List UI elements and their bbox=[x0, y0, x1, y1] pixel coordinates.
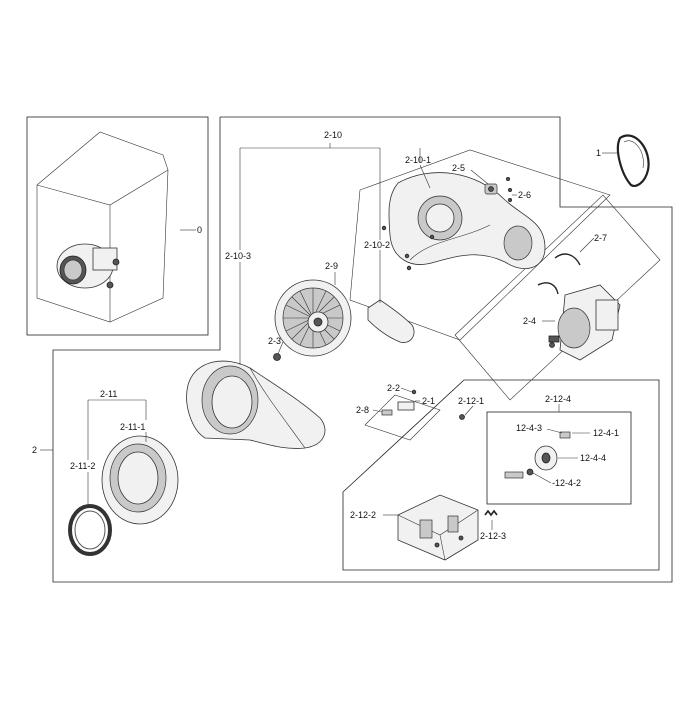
label-2-11-1: 2-11-1 bbox=[120, 422, 145, 432]
label-0: 0 bbox=[197, 225, 202, 235]
label-2-9: 2-9 bbox=[325, 261, 338, 271]
label-2-6: 2-6 bbox=[518, 190, 531, 200]
label-1: 1 bbox=[596, 148, 601, 158]
label-2-4: 2-4 bbox=[523, 316, 536, 326]
screws-2-6 bbox=[505, 176, 512, 202]
spring-2-12-3 bbox=[484, 509, 498, 517]
assembly-2-4-plane bbox=[454, 194, 661, 401]
drive-belt bbox=[616, 134, 650, 187]
label-2-8: 2-8 bbox=[356, 405, 369, 415]
assembly-0-box bbox=[26, 116, 209, 336]
fan-housing-rear bbox=[381, 172, 546, 271]
label-2-12-4: 2-12-4 bbox=[545, 394, 571, 404]
screw-2-12-1 bbox=[459, 414, 465, 420]
label-2-10-2: 2-10-2 bbox=[364, 240, 390, 250]
label-2-10-1: 2-10-1 bbox=[405, 155, 431, 165]
label-2-11-2: 2-11-2 bbox=[70, 461, 95, 471]
sensor-bracket-2-1 bbox=[397, 389, 417, 411]
clip-2-8 bbox=[381, 409, 393, 416]
label-2-12-2: 2-12-2 bbox=[350, 510, 376, 520]
label-2-12-3: 2-12-3 bbox=[480, 531, 506, 541]
fitting-2-5 bbox=[484, 183, 498, 195]
housing-gasket bbox=[367, 299, 415, 343]
dryer-cabinet-outline bbox=[36, 131, 169, 323]
label-2-12-1: 2-12-1 bbox=[458, 396, 484, 406]
label-2: 2 bbox=[32, 445, 37, 455]
label-2-10: 2-10 bbox=[324, 130, 342, 140]
front-duct-housing bbox=[186, 360, 326, 449]
label-2-1: 2-1 bbox=[422, 396, 435, 406]
label-12-4-1: 12-4-1 bbox=[593, 428, 619, 438]
fan-nut-2-3 bbox=[273, 353, 281, 361]
label-2-5: 2-5 bbox=[452, 163, 465, 173]
drive-motor bbox=[548, 284, 621, 361]
blower-fan-wheel bbox=[274, 279, 352, 357]
thermostat-assembly-2-12-4 bbox=[504, 431, 571, 479]
front-frame-2-11-1 bbox=[101, 435, 179, 525]
label-2-7: 2-7 bbox=[594, 233, 607, 243]
bracket-assembly-2-12-2 bbox=[397, 494, 479, 561]
assembly-2-outline bbox=[52, 116, 673, 583]
assembly-2-12-outline bbox=[342, 379, 660, 571]
label-12-4-4: 12-4-4 bbox=[580, 453, 606, 463]
leader-lines bbox=[40, 143, 618, 530]
label-2-2: 2-2 bbox=[387, 383, 400, 393]
label-12-4-3: 12-4-3 bbox=[516, 423, 542, 433]
motor-clips-2-7 bbox=[537, 253, 581, 295]
label-2-11: 2-11 bbox=[100, 389, 117, 399]
drum-motor-unit bbox=[56, 243, 120, 289]
label-2-3: 2-3 bbox=[268, 336, 281, 346]
assembly-2-1-plane bbox=[364, 394, 441, 441]
label-2-10-3: 2-10-3 bbox=[225, 251, 251, 261]
assembly-2-10-plane bbox=[349, 149, 611, 341]
label-12-4-2: -12-4-2 bbox=[552, 478, 581, 488]
door-seal-ring-2-11-2 bbox=[68, 504, 112, 556]
